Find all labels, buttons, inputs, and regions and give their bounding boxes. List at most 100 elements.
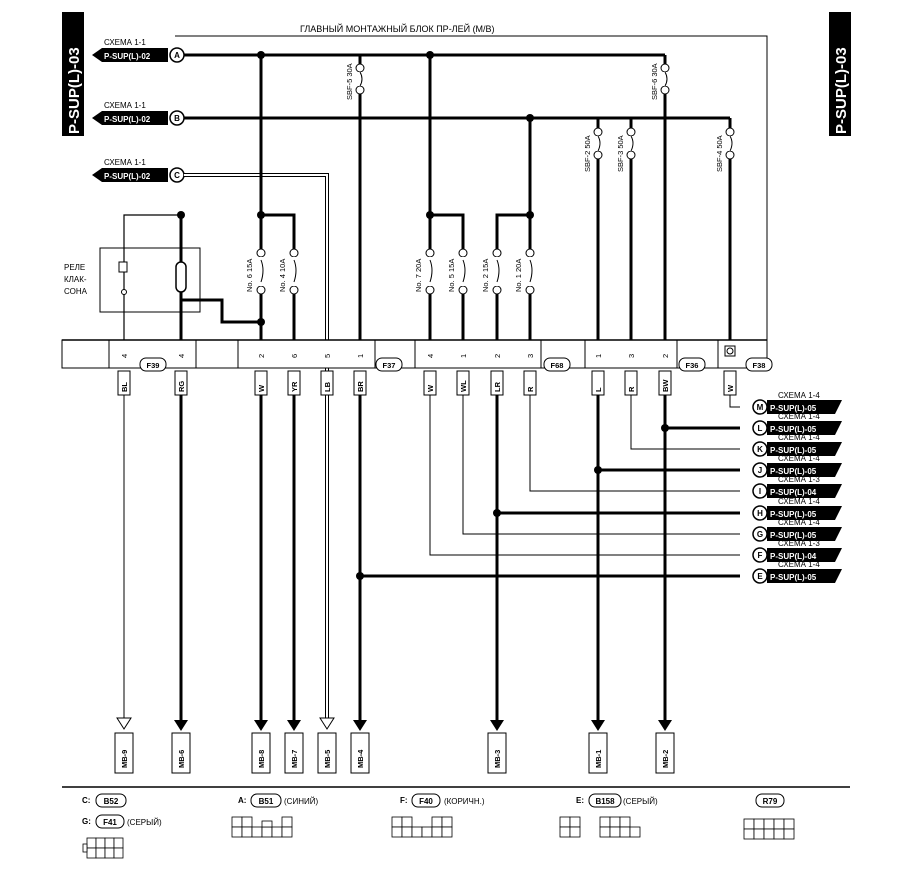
legend-a-code: B51 [259,797,274,806]
wire-color-label: BL [120,382,129,392]
branch-no4-wire [261,213,296,340]
junction-tap-l [661,424,669,432]
wire-wl [462,395,740,535]
output-i-ref: P-SUP(L)-04 [770,488,817,497]
fuse-sbf-5 [355,55,365,340]
pin-label: 5 [323,354,332,358]
fuse-sbf-4-label: SBF-4 50A [715,135,724,172]
mb-terminal-label: MB-8 [257,750,266,768]
output-h-scheme: СХЕМА 1-4 [778,497,820,506]
connector-f37 [375,357,403,372]
pin-label: 3 [526,354,535,358]
fuse-sbf-5-label: SBF-5 30A [345,63,354,100]
output-k-ref: P-SUP(L)-05 [770,446,817,455]
arrow-solid [353,720,367,731]
relay-coil-return-wire [179,292,261,324]
pin-label: 6 [290,354,299,358]
output-g-ref: P-SUP(L)-05 [770,531,817,540]
junction-tap-j [594,466,602,474]
arrow-solid [174,720,188,731]
wire-color-label: W [726,384,735,392]
legend-e-suffix: (СЕРЫЙ) [623,797,658,806]
output-l-letter: L [758,424,763,433]
junction-430-215 [426,211,434,219]
output-j [752,462,842,478]
connector-face-b52 [82,837,124,859]
wire-color-label: RG [177,381,186,392]
title-tab-left [62,12,84,136]
fuse-no6 [256,248,266,295]
input-c-letter: C [174,171,180,180]
fuse-no1-label: No. 1 20A [514,259,523,292]
arrow-solid [591,720,605,731]
mb-terminal-label: MB-9 [120,750,129,768]
connector-f39-label: F39 [147,361,160,370]
output-m [752,399,842,415]
input-c-scheme: СХЕМА 1-1 [104,158,146,167]
output-f-letter: F [758,551,763,560]
title-tab-right [829,12,851,136]
relay-contact [121,289,127,295]
pin-label: 4 [426,354,435,358]
output-j-letter: J [758,466,762,475]
arrow-solid [658,720,672,731]
output-j-scheme: СХЕМА 1-4 [778,454,820,463]
fuse-no1 [525,248,535,295]
mb-terminal-label: MB-3 [493,750,502,768]
input-a-letter: A [174,51,180,60]
legend-g-code: F41 [103,818,117,827]
pin-label: 2 [257,354,266,358]
pin-label: 4 [177,354,186,358]
input-b-scheme: СХЕМА 1-1 [104,101,146,110]
relay-switch [118,261,128,273]
fuse-sbf-3 [626,118,636,340]
fuse-sbf-6-label: SBF-6 30A [650,63,659,100]
wire-color-label: R [627,386,636,392]
input-a-tag [92,48,168,62]
wire-w-f68 [429,395,740,556]
wire-color-label: LR [493,381,502,392]
input-a-scheme: СХЕМА 1-1 [104,38,146,47]
wire-color-label: L [594,387,603,392]
connector-f38 [745,357,773,372]
fuse-no5 [458,248,468,295]
output-l-scheme: СХЕМА 1-4 [778,412,820,421]
input-c-wire [184,173,329,720]
connector-face-b51 [231,816,293,838]
mb-terminal-label: MB-7 [290,750,299,768]
output-k [752,441,842,457]
output-h-letter: H [757,509,763,518]
horn-relay-label-2: КЛАК- [64,275,87,284]
mb-terminal-label: MB-2 [661,750,670,768]
output-f-ref: P-SUP(L)-04 [770,552,817,561]
legend-r79-code: R79 [763,797,778,806]
fuse-sbf-2 [593,118,603,340]
output-l [752,420,842,436]
mb-terminal-label: MB-1 [594,750,603,768]
mb-terminal-label: MB-5 [323,750,332,768]
arrow-hollow [319,717,335,730]
page-title-right: P-SUP(L)-03 [833,47,850,134]
arrow-solid [254,720,268,731]
legend-e-code: B158 [595,797,615,806]
fuse-sbf-2-label: SBF-2 50A [583,135,592,172]
input-b-letter: B [174,114,180,123]
output-i-scheme: СХЕМА 1-3 [778,475,820,484]
input-b-tag [92,111,168,125]
legend-g-suffix: (СЕРЫЙ) [127,818,162,827]
pin-label: 2 [493,354,502,358]
pin-label: 3 [627,354,636,358]
legend-g-prefix: G: [82,817,91,826]
legend-g-tag [95,814,125,829]
wire-color-label: BR [356,381,365,392]
pin-label: 4 [120,354,129,358]
junction-tap-h [493,509,501,517]
mb-terminal-label: MB-4 [356,749,365,768]
input-b-ref: P-SUP(L)-02 [104,115,151,124]
wire-color-label: W [426,384,435,392]
connector-face-b158 [559,816,641,838]
output-j-ref: P-SUP(L)-05 [770,467,817,476]
output-g-scheme: СХЕМА 1-4 [778,518,820,527]
input-c-tag [92,168,168,182]
